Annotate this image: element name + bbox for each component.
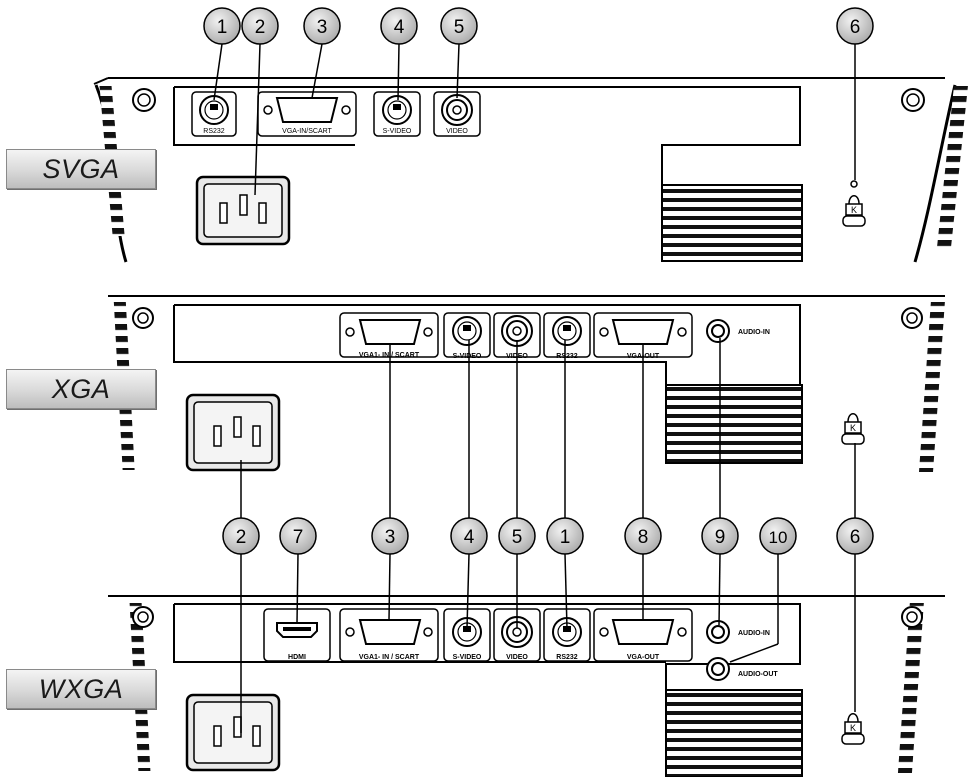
svg-text:HDMI: HDMI (288, 654, 306, 661)
callout-9: 9 (701, 517, 739, 555)
svg-text:3: 3 (317, 17, 328, 38)
svg-text:RS232: RS232 (556, 353, 578, 360)
svg-text:K: K (850, 723, 856, 733)
model-label-xga: XGA (6, 369, 156, 409)
callout-7: 7 (279, 517, 317, 555)
xga-rear-panel: VGA1- IN / SCART S-VIDEO VIDEO RS232 (108, 295, 945, 472)
callout-svga-3: 3 (303, 7, 341, 45)
svga-rs232-label: RS232 (203, 128, 225, 135)
svg-text:VIDEO: VIDEO (506, 654, 528, 661)
xga-rs232-port: RS232 (543, 312, 591, 360)
callout-8: 8 (624, 517, 662, 555)
wxga-vga1-label: VGA1- IN / SCART (359, 654, 420, 661)
callout-2: 2 (222, 517, 260, 555)
callout-svga-2: 2 (241, 7, 279, 45)
model-label-wxga: WXGA (6, 669, 156, 709)
svg-text:1: 1 (560, 527, 571, 548)
svg-text:RS232: RS232 (556, 654, 578, 661)
svg-text:2: 2 (236, 527, 247, 548)
callout-1: 1 (546, 517, 584, 555)
svg-text:8: 8 (638, 527, 649, 548)
callout-svga-4: 4 (380, 7, 418, 45)
callout-10: 10 (759, 517, 797, 555)
callout-5: 5 (498, 517, 536, 555)
wxga-audio-out-port: AUDIO-OUT (706, 657, 778, 681)
svg-text:AUDIO-IN: AUDIO-IN (738, 630, 770, 637)
xga-vga1-in-scart-port: VGA1- IN / SCART (339, 312, 439, 359)
wxga-s-video-port: S-VIDEO (443, 608, 491, 662)
svga-vga-in-scart-port: VGA-IN/SCART (257, 91, 357, 137)
callout-3: 3 (371, 517, 409, 555)
svga-s-video-label: S-VIDEO (383, 128, 412, 135)
svga-s-video-port: S-VIDEO (373, 91, 421, 137)
svg-text:K: K (851, 205, 857, 215)
callout-4: 4 (450, 517, 488, 555)
wxga-hdmi-port: HDMI (263, 608, 331, 662)
wxga-video-port: VIDEO (493, 608, 541, 662)
wxga-rs232-port: RS232 (543, 608, 591, 662)
xga-audio-in-port: AUDIO-IN (706, 319, 770, 343)
model-label-svga: SVGA (6, 149, 156, 189)
callout-6: 6 (836, 517, 874, 555)
wxga-vga1-in-scart-port: VGA1- IN / SCART (339, 608, 439, 662)
svg-text:1: 1 (217, 17, 228, 38)
wxga-audio-in-port: AUDIO-IN (706, 620, 770, 644)
svga-video-label: VIDEO (446, 128, 468, 135)
callout-svga-5: 5 (440, 7, 478, 45)
svg-text:S-VIDEO: S-VIDEO (453, 353, 482, 360)
svg-text:4: 4 (394, 17, 405, 38)
svg-text:4: 4 (464, 527, 475, 548)
xga-s-video-port: S-VIDEO (443, 312, 491, 360)
svg-text:7: 7 (293, 527, 304, 548)
xga-vga-out-port: VGA-OUT (593, 312, 693, 360)
middle-leader-lines (240, 338, 856, 733)
xga-kensington-lock-icon: K (841, 413, 865, 445)
svg-text:6: 6 (850, 527, 861, 548)
svga-rs232-port: RS232 (191, 91, 237, 137)
svga-callouts: 1 2 3 4 5 6 (203, 7, 874, 45)
svg-text:9: 9 (715, 527, 726, 548)
svg-text:AUDIO-IN: AUDIO-IN (738, 329, 770, 336)
callout-svga-1: 1 (203, 7, 241, 45)
middle-callouts: 2 7 3 4 5 1 8 9 10 6 (222, 517, 874, 555)
callout-svga-6: 6 (836, 7, 874, 45)
svg-text:2: 2 (255, 17, 266, 38)
svga-kensington-lock-icon: K (842, 180, 866, 227)
wxga-kensington-lock-icon: K (841, 713, 865, 745)
svg-text:3: 3 (385, 527, 396, 548)
svg-text:6: 6 (850, 17, 861, 38)
svg-text:S-VIDEO: S-VIDEO (453, 654, 482, 661)
wxga-rear-panel: HDMI VGA1- IN / SCART S-VIDEO VIDEO (108, 595, 945, 778)
svg-text:5: 5 (512, 527, 523, 548)
svg-text:5: 5 (454, 17, 465, 38)
svg-text:AUDIO-OUT: AUDIO-OUT (738, 671, 778, 678)
svga-video-port: VIDEO (433, 91, 481, 137)
svg-text:VGA-OUT: VGA-OUT (627, 654, 660, 661)
svg-text:10: 10 (769, 528, 788, 547)
xga-video-port: VIDEO (493, 312, 541, 360)
svga-rear-panel: RS232 VGA-IN/SCART S-VIDEO VIDEO (93, 43, 968, 263)
svg-text:K: K (850, 423, 856, 433)
svga-vga-in-scart-label: VGA-IN/SCART (282, 128, 332, 135)
